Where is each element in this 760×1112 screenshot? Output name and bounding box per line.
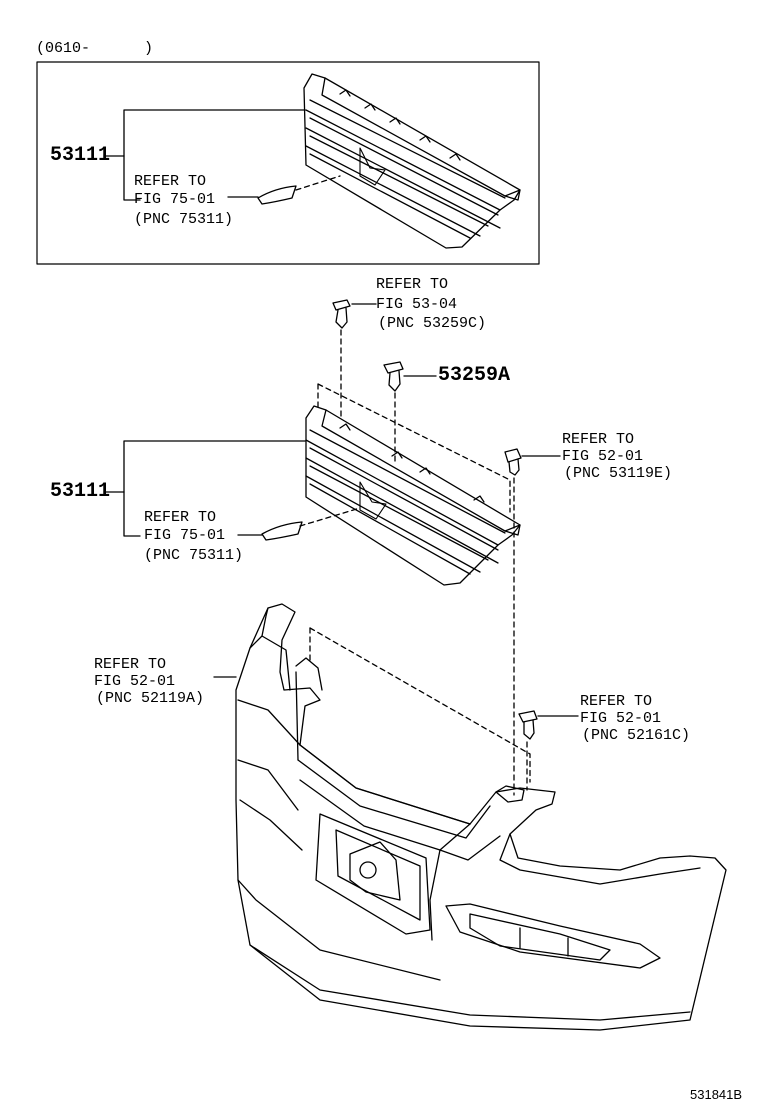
- clip-52161c-refer-line1: REFER TO: [580, 693, 653, 710]
- clip-53259a-part-number[interactable]: 53259A: [438, 364, 511, 387]
- bumper-dashed-box: [310, 628, 530, 782]
- inset-grille-drawing: [304, 74, 520, 248]
- inset-refer-line3: (PNC 75311): [134, 211, 234, 228]
- bumper-drawing: [236, 604, 726, 1030]
- main-grille-refer-line2[interactable]: FIG 75-01: [144, 527, 226, 544]
- main-grille-refer-line3: (PNC 75311): [144, 547, 244, 564]
- main-dashed-leader: [300, 508, 360, 526]
- clip-53259c-refer-line3: (PNC 53259C): [378, 315, 487, 332]
- date-range-label: (0610- ): [36, 40, 154, 57]
- main-grille-refer-line1: REFER TO: [144, 509, 217, 526]
- inset-part-number[interactable]: 53111: [50, 144, 111, 167]
- main-grille-drawing: [306, 406, 520, 585]
- clip-53119e-refer-line1: REFER TO: [562, 431, 635, 448]
- main-grille-part-number[interactable]: 53111: [50, 480, 111, 503]
- clip-53119e-drawing: [505, 449, 521, 475]
- bumper-refer-line2[interactable]: FIG 52-01: [94, 673, 176, 690]
- inset-emblem-trim: [258, 186, 296, 204]
- clip-52161c-refer-line2[interactable]: FIG 52-01: [580, 710, 662, 727]
- diagram-code: 531841B: [690, 1087, 743, 1102]
- main-callout-bracket: [124, 441, 305, 536]
- inset-callout-bracket: [124, 110, 305, 200]
- clip-53259c-refer-line1: REFER TO: [376, 276, 449, 293]
- inset-frame: [37, 62, 539, 264]
- inset-refer-line1: REFER TO: [134, 173, 207, 190]
- clip-53119e-refer-line2[interactable]: FIG 52-01: [562, 448, 644, 465]
- main-grille-dashed-box: [318, 384, 510, 512]
- bumper-refer-line1: REFER TO: [94, 656, 167, 673]
- clip-52161c-refer-line3: (PNC 52161C): [582, 727, 691, 744]
- inset-refer-line2[interactable]: FIG 75-01: [134, 191, 216, 208]
- bumper-refer-line3: (PNC 52119A): [96, 690, 205, 707]
- clip-53259c-drawing: [333, 300, 350, 328]
- clip-53119e-refer-line3: (PNC 53119E): [564, 465, 673, 482]
- inset-dashed-leader: [296, 176, 340, 190]
- clip-53259c-refer-line2[interactable]: FIG 53-04: [376, 296, 458, 313]
- clip-52161c-drawing: [519, 711, 537, 739]
- main-emblem-trim: [262, 522, 302, 540]
- clip-53259a-drawing: [384, 362, 403, 391]
